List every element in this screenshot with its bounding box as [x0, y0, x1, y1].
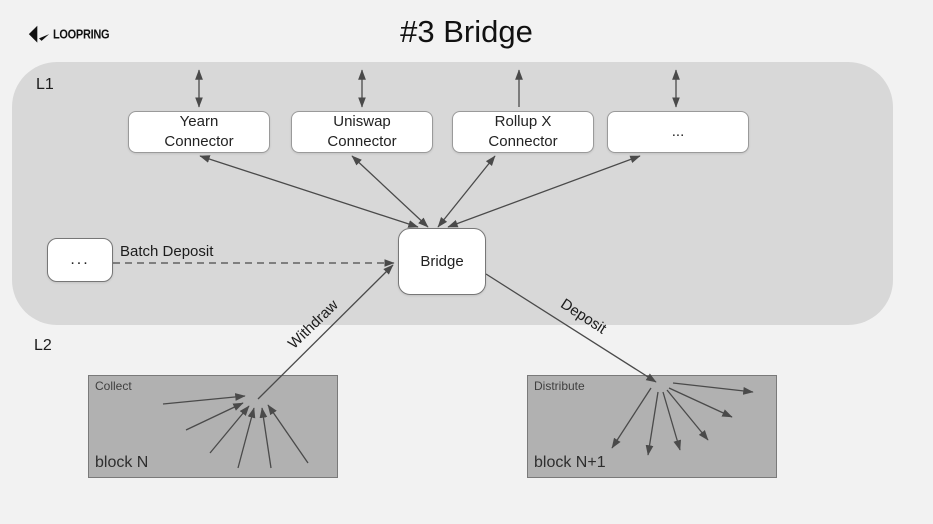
l2-label: L2: [34, 337, 52, 354]
collect-block-label: block N: [95, 454, 149, 471]
dots-connector-node: ...: [607, 111, 749, 153]
uniswap-connector-node: Uniswap Connector: [291, 111, 433, 153]
dots-connector-label: ...: [671, 123, 685, 140]
collect-block: Collect block N: [88, 375, 338, 478]
rollupx-connector-node: Rollup X Connector: [452, 111, 594, 153]
distribute-block: Distribute block N+1: [527, 375, 777, 478]
uniswap-connector-label: Uniswap Connector: [327, 113, 397, 150]
distribute-block-label: block N+1: [534, 454, 606, 471]
loopring-logo-icon: [28, 25, 50, 43]
bridge-label: Bridge: [420, 252, 464, 270]
yearn-connector-node: Yearn Connector: [128, 111, 270, 153]
batch-deposit-label: Batch Deposit: [120, 243, 214, 260]
loopring-logo: LOOPRING: [28, 24, 110, 46]
yearn-connector-label: Yearn Connector: [164, 113, 234, 150]
l1-label: L1: [36, 76, 54, 93]
rollupx-connector-label: Rollup X Connector: [488, 113, 558, 150]
loopring-logo-text: LOOPRING: [53, 28, 110, 42]
distribute-title: Distribute: [534, 379, 585, 393]
dots-source-label: ...: [70, 251, 90, 268]
bridge-node: Bridge: [398, 228, 486, 295]
page-title: #3 Bridge: [400, 14, 533, 49]
collect-title: Collect: [95, 379, 132, 393]
dots-source-node: ...: [47, 238, 113, 282]
